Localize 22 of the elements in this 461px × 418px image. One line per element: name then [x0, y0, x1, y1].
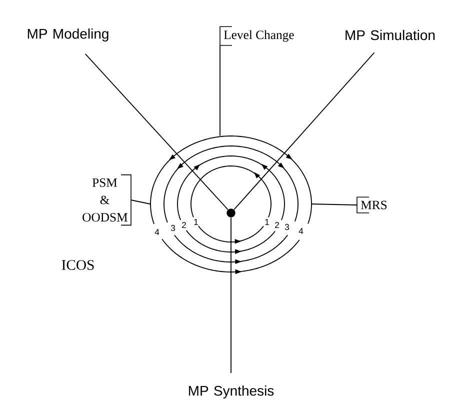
ring-number: 2: [275, 222, 279, 228]
spoke-line: [84, 54, 228, 210]
bracketed-label: MRS: [356, 196, 387, 214]
ring-cycle-drawing: [150, 136, 312, 274]
spoke-line: [234, 52, 375, 210]
ring-number: 2: [182, 222, 186, 228]
bracketed-label: Level Change: [220, 26, 294, 46]
hub-dot: [226, 208, 236, 218]
spoke-line: [311, 204, 358, 206]
spoke-line: [230, 217, 232, 374]
stage-label: MP Modeling: [28, 28, 108, 42]
stage-label: MP Synthesis: [188, 385, 274, 399]
ring-number: 4: [154, 229, 160, 235]
stage-label: MP Simulation: [346, 30, 435, 40]
spoke-line: [130, 200, 151, 204]
region-label: ICOS: [62, 260, 94, 270]
ring-number: 3: [170, 224, 176, 232]
ring-number: 1: [265, 219, 269, 225]
ring-number: 1: [194, 219, 198, 225]
ring-number: 3: [284, 224, 290, 230]
bracketed-label: PSM & OODSM: [82, 174, 132, 226]
ring-number: 4: [298, 228, 304, 234]
